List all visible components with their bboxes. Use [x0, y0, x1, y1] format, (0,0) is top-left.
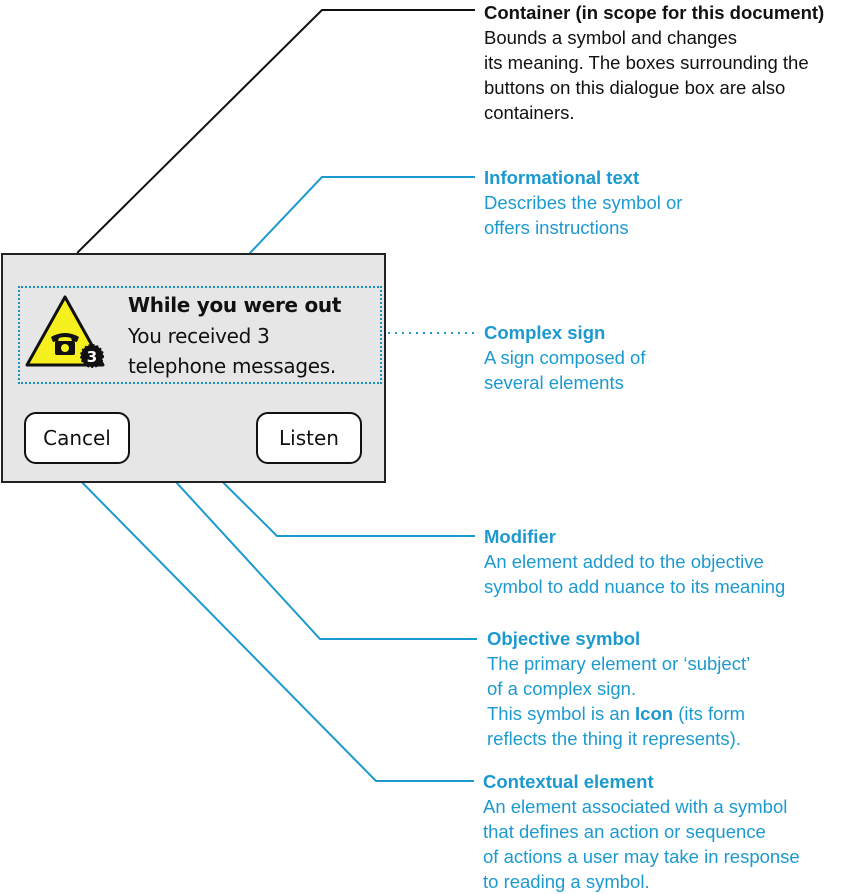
dialog-box: 3 While you were out You received 3 tele…	[1, 253, 386, 483]
annotation-container: Container (in scope for this document) B…	[484, 0, 824, 125]
message-count-badge: 3	[80, 344, 104, 368]
annotation-text-part: This symbol is an	[487, 703, 636, 724]
annotation-text: buttons on this dialogue box are also	[484, 77, 786, 98]
annotation-text: Bounds a symbol and changes	[484, 27, 738, 48]
annotation-text: An element associated with a symbol	[483, 796, 788, 817]
annotation-text: of actions a user may take in response	[483, 846, 800, 867]
annotation-heading: Complex sign	[484, 322, 606, 343]
dialog-message-line-2: telephone messages.	[128, 354, 336, 378]
telephone-warning-icon: 3	[25, 295, 105, 368]
annotation-modifier: Modifier An element added to the objecti…	[484, 524, 785, 599]
annotation-text: several elements	[484, 372, 624, 393]
badge-count: 3	[87, 348, 97, 366]
annotation-text: An element added to the objective	[484, 551, 764, 572]
cancel-button[interactable]: Cancel	[24, 412, 130, 464]
annotation-text-part: (its form	[673, 703, 746, 724]
annotation-contextual-element: Contextual element An element associated…	[483, 769, 800, 894]
dialog-title: While you were out	[128, 293, 342, 317]
annotation-text: The primary element or ‘subject’	[487, 653, 751, 674]
annotation-text: containers.	[484, 102, 575, 123]
telephone-icon	[51, 333, 79, 355]
annotation-heading: Contextual element	[483, 771, 654, 792]
annotation-heading: Container (in scope for this document)	[484, 2, 825, 23]
annotation-text: offers instructions	[484, 217, 629, 238]
annotation-text: Describes the symbol or	[484, 192, 683, 213]
annotation-heading: Modifier	[484, 526, 556, 547]
annotation-heading: Informational text	[484, 167, 640, 188]
dialog-message-line-1: You received 3	[128, 324, 270, 348]
listen-button[interactable]: Listen	[256, 412, 362, 464]
dialog-message: You received 3 telephone messages.	[128, 321, 378, 381]
annotation-objective-symbol: Objective symbol The primary element or …	[487, 626, 750, 751]
leader-line-informational-text	[214, 176, 475, 291]
leader-line-contextual-element	[62, 462, 474, 782]
annotation-emphasis: Icon	[635, 703, 674, 724]
annotation-text: of a complex sign.	[487, 678, 637, 699]
annotation-text: symbol to add nuance to its meaning	[484, 576, 786, 597]
annotation-text: its meaning. The boxes surrounding the	[484, 52, 809, 73]
annotation-text: to reading a symbol.	[483, 871, 650, 892]
annotation-text: reflects the thing it represents).	[487, 728, 741, 749]
annotation-heading: Objective symbol	[487, 628, 641, 649]
annotation-text: This symbol is an Icon (its form	[487, 701, 750, 726]
annotation-informational-text: Informational text Describes the symbol …	[484, 165, 682, 240]
annotation-complex-sign: Complex sign A sign composed of several …	[484, 320, 645, 395]
annotation-text: that defines an action or sequence	[483, 821, 766, 842]
complex-sign-outline	[18, 286, 382, 384]
annotation-text: A sign composed of	[484, 347, 646, 368]
warning-triangle-icon	[25, 295, 105, 367]
